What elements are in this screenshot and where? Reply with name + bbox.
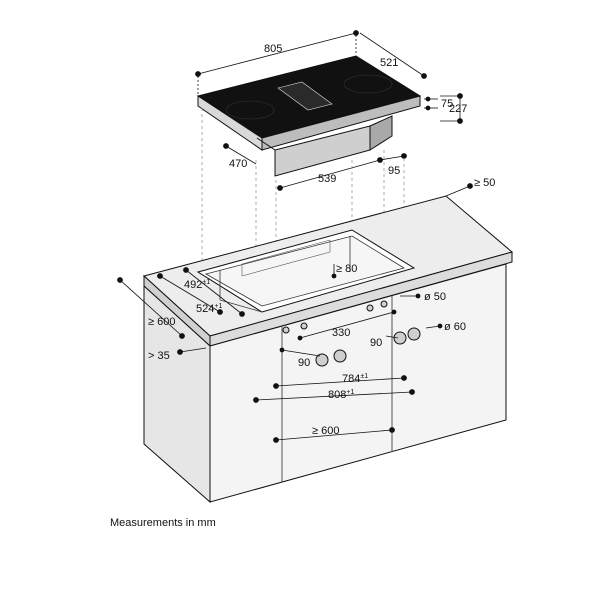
dim-cutout-depth: 492±1 — [184, 279, 210, 291]
dim-duct-small: ø 50 — [424, 291, 446, 303]
dim-counter-depth: ≥ 600 — [148, 316, 175, 328]
dim-rear-clearance: ≥ 50 — [474, 177, 495, 189]
cooktop-glass-edge-right — [261, 95, 421, 151]
dim-glass-thickness: 75 — [441, 98, 453, 110]
dim-cabinet-width: ≥ 600 — [312, 425, 339, 437]
dim-rear-gap: ≥ 80 — [336, 263, 357, 275]
counter-and-cabinet — [142, 195, 514, 504]
cooktop-body-side — [369, 115, 393, 151]
cooktop-unit — [196, 55, 422, 177]
counter-dimensions — [117, 183, 473, 443]
dim-body-depth: 470 — [229, 158, 247, 170]
dim-total-height: 227 — [449, 103, 467, 115]
cabinet-side — [143, 284, 211, 504]
dimension-labels: 805 521 75 227 470 539 95 ≥ 50 ≥ 80 492±… — [148, 43, 495, 437]
dim-cutout-width: 524+1 — [196, 303, 222, 315]
measurements-caption: Measurements in mm — [110, 517, 216, 529]
dim-outer-width: 808+1 — [328, 389, 354, 401]
dim-cooktop-width: 805 — [264, 43, 282, 55]
dim-cooktop-depth: 521 — [380, 57, 398, 69]
connector-left-2 — [333, 349, 347, 363]
connector-right-2 — [407, 327, 421, 341]
dim-body-offset: 95 — [388, 165, 400, 177]
dim-front-clearance: > 35 — [148, 350, 170, 362]
dim-body-width: 539 — [318, 173, 336, 185]
dim-left-offset: 90 — [298, 357, 310, 369]
vent-slot — [277, 81, 333, 111]
connector-left-1 — [315, 353, 329, 367]
dim-right-offset: 90 — [370, 337, 382, 349]
dim-inner-width: 784±1 — [342, 373, 368, 385]
dim-pipe-spacing: 330 — [332, 327, 350, 339]
dim-duct-large: ø 60 — [444, 321, 466, 333]
duct-connectors — [282, 300, 421, 367]
connector-right-1 — [393, 331, 407, 345]
